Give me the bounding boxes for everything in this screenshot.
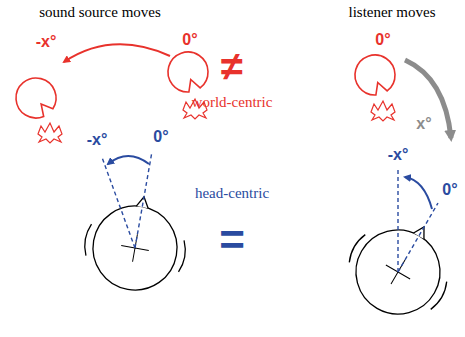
zero-direction [398, 203, 438, 272]
angle-label: -x° [36, 33, 57, 51]
source-direction [103, 159, 136, 248]
angle-label: 0° [375, 31, 390, 49]
angle-label: 0° [182, 31, 197, 49]
angle-label: x° [416, 115, 431, 133]
sound-source-fixed [349, 49, 400, 121]
not-equal-sign: ≠ [221, 44, 243, 88]
angle-label: 0° [153, 128, 168, 146]
zero-direction [135, 154, 152, 248]
column-heading: listener moves [348, 4, 435, 21]
angle-label: 0° [442, 181, 457, 199]
listener-head-rotated [333, 202, 465, 334]
angle-label: -x° [388, 146, 409, 164]
frame-label: world-centric [192, 94, 273, 111]
angle-label: -x° [87, 131, 108, 149]
angle-arrow [108, 156, 149, 164]
source-move-arrow [64, 44, 170, 62]
equal-sign: = [219, 216, 245, 264]
listener-head [78, 188, 194, 298]
listener-rotate-arrow [405, 60, 451, 138]
source-direction [397, 170, 398, 272]
frame-label: head-centric [195, 185, 269, 202]
sound-source-moved [8, 70, 64, 143]
angle-arrow [405, 177, 432, 209]
column-heading: sound source moves [39, 4, 161, 21]
